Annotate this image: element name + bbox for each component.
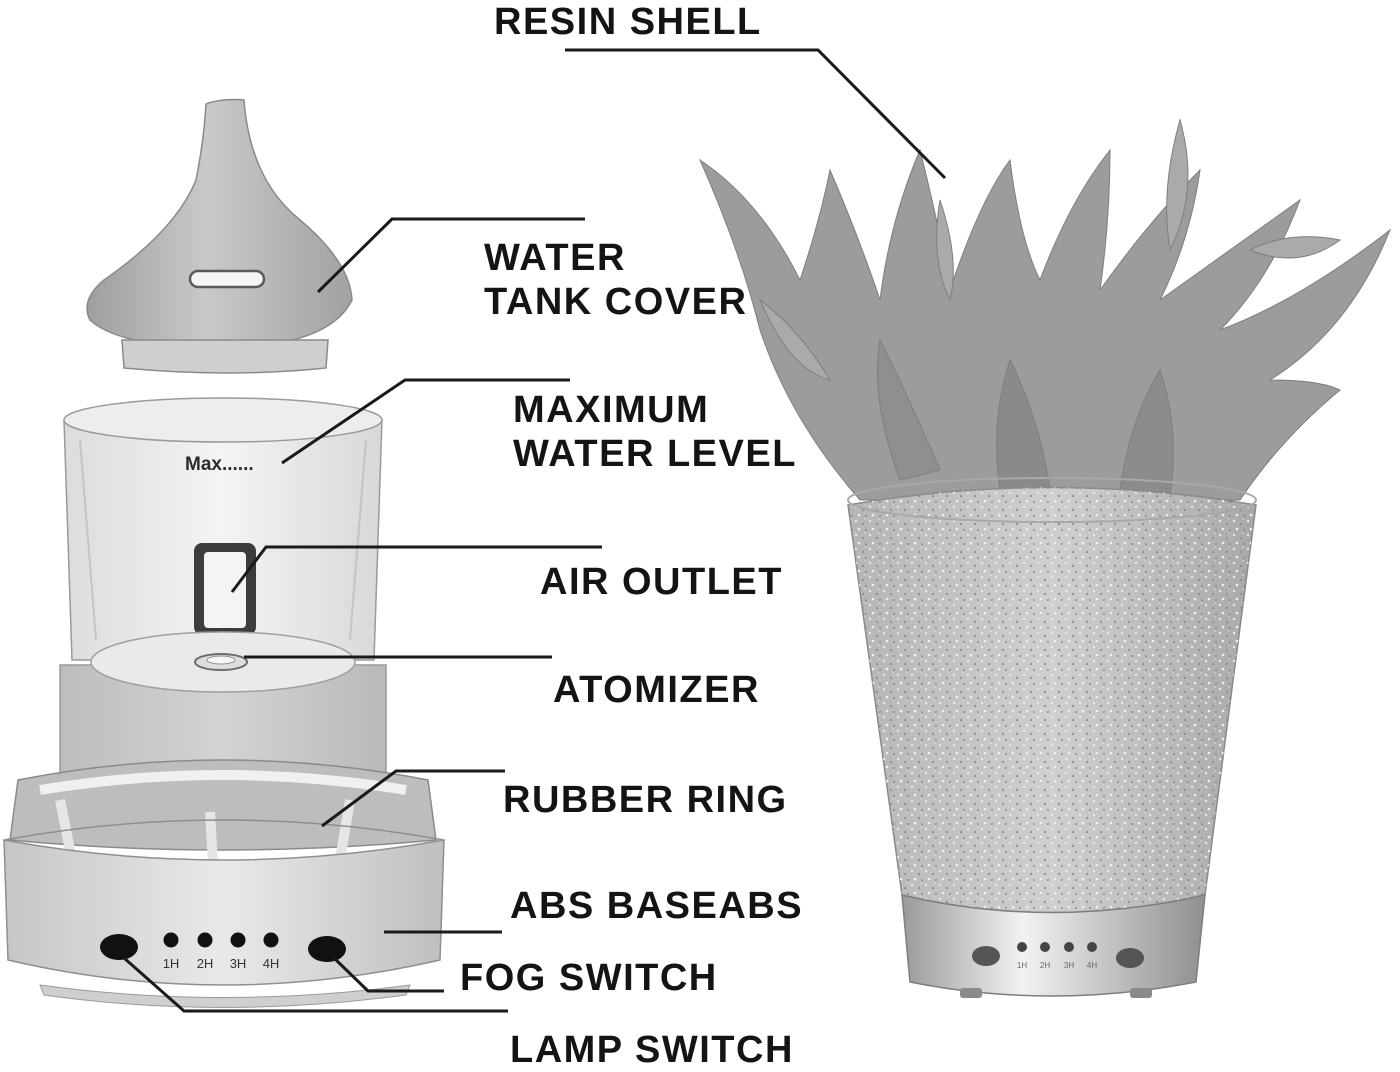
label-max-water-level-line1: MAXIMUM xyxy=(513,389,710,431)
label-atomizer: ATOMIZER xyxy=(553,668,760,712)
cover-vent-slot xyxy=(188,269,266,289)
label-air-outlet-text: AIR OUTLET xyxy=(540,561,783,603)
diffuser-body xyxy=(59,631,387,781)
timer-label-3h: 3H xyxy=(230,956,247,971)
water-tank: Max...... xyxy=(63,397,383,661)
label-water-tank-cover: WATER TANK COVER xyxy=(484,236,747,324)
pot-timer-label-4h: 4H xyxy=(1087,961,1097,970)
leader-max-water-level xyxy=(281,378,570,465)
air-outlet xyxy=(194,543,256,635)
timer-label-4h: 4H xyxy=(263,956,280,971)
label-rubber-ring-text: RUBBER RING xyxy=(503,779,788,821)
leader-water-tank-cover xyxy=(316,217,585,294)
label-abs-base: ABS BASEABS xyxy=(510,884,803,928)
label-lamp-switch-text: LAMP SWITCH xyxy=(510,1029,794,1071)
label-max-water-level-line2: WATER LEVEL xyxy=(513,433,797,475)
pot-timer-label-1h: 1H xyxy=(1017,961,1027,970)
leader-rubber-ring xyxy=(321,769,505,828)
label-resin-shell: RESIN SHELL xyxy=(494,0,762,44)
timer-label-1h: 1H xyxy=(163,956,180,971)
fog-switch-button xyxy=(308,936,346,962)
timer-label-2h: 2H xyxy=(197,956,214,971)
leader-fog-switch xyxy=(332,956,444,993)
abs-base: 1H 2H 3H 4H xyxy=(3,819,445,1008)
label-air-outlet: AIR OUTLET xyxy=(540,560,783,604)
pot-base xyxy=(901,894,1206,997)
pot-timer-label-2h: 2H xyxy=(1040,961,1050,970)
label-water-tank-cover-line2: TANK COVER xyxy=(484,281,748,323)
timer-led-1h xyxy=(163,932,179,948)
label-abs-base-text: ABS BASEABS xyxy=(510,885,804,927)
max-marking: Max...... xyxy=(185,454,254,475)
label-rubber-ring: RUBBER RING xyxy=(503,778,788,822)
assembled-diffuser: 1H 2H 3H 4H xyxy=(698,118,1392,998)
timer-led-3h xyxy=(230,932,246,948)
plant-foliage xyxy=(698,118,1392,501)
label-water-tank-cover-line1: WATER xyxy=(484,237,626,279)
label-fog-switch-text: FOG SWITCH xyxy=(460,957,718,999)
label-atomizer-text: ATOMIZER xyxy=(553,669,760,711)
label-resin-shell-text: RESIN SHELL xyxy=(494,1,762,43)
leader-lamp-switch xyxy=(123,956,508,1013)
lamp-switch-button xyxy=(100,934,138,960)
leader-air-outlet xyxy=(230,545,602,593)
label-lamp-switch: LAMP SWITCH xyxy=(510,1028,794,1072)
label-max-water-level: MAXIMUM WATER LEVEL xyxy=(513,388,797,476)
timer-led-4h xyxy=(263,932,279,948)
label-fog-switch: FOG SWITCH xyxy=(460,956,718,1000)
leader-lines xyxy=(123,48,947,1013)
timer-led-2h xyxy=(197,932,213,948)
water-tank-cover xyxy=(86,98,353,374)
leader-resin-shell xyxy=(565,48,947,180)
pot-timer-label-3h: 3H xyxy=(1064,961,1074,970)
